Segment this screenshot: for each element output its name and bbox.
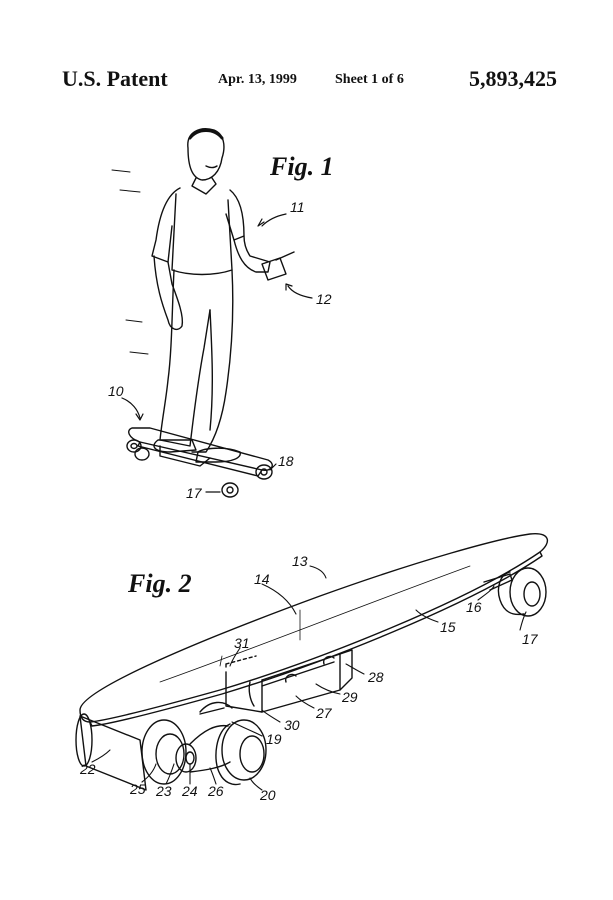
patent-header: U.S. Patent Apr. 13, 1999 Sheet 1 of 6 5… xyxy=(0,62,613,102)
ref-23: 23 xyxy=(155,783,172,799)
ref-18: 18 xyxy=(278,453,294,469)
ref-12: 12 xyxy=(316,291,332,307)
fig2-label: Fig. 2 xyxy=(127,569,192,598)
ref-17-fig1: 17 xyxy=(186,485,203,501)
sheet-number: Sheet 1 of 6 xyxy=(335,72,404,87)
ref-22: 22 xyxy=(79,761,96,777)
patent-date: Apr. 13, 1999 xyxy=(218,72,297,87)
fig2-leaders xyxy=(91,565,527,791)
rider-figure xyxy=(151,128,295,463)
fig1-leaders xyxy=(121,213,313,493)
patent-title: U.S. Patent xyxy=(62,66,168,91)
ref-30: 30 xyxy=(284,717,300,733)
ref-19: 19 xyxy=(266,731,282,747)
figure-1: Fig. 1 xyxy=(108,128,334,501)
battery-housing xyxy=(225,649,353,713)
figure-2: Fig. 2 xyxy=(75,533,549,803)
ref-29: 29 xyxy=(341,689,358,705)
ref-14: 14 xyxy=(254,571,270,587)
ref-27: 27 xyxy=(315,705,333,721)
ref-13: 13 xyxy=(292,553,308,569)
ref-17-fig2: 17 xyxy=(522,631,539,647)
drive-assembly xyxy=(75,701,267,791)
ref-20: 20 xyxy=(259,787,276,803)
ref-11: 11 xyxy=(290,199,305,215)
skateboard-deck xyxy=(79,533,549,727)
ref-24: 24 xyxy=(181,783,198,799)
ref-16: 16 xyxy=(466,599,482,615)
ref-10: 10 xyxy=(108,383,124,399)
ref-25: 25 xyxy=(129,781,146,797)
ref-15: 15 xyxy=(440,619,456,635)
rear-wheel-assembly xyxy=(483,567,547,617)
ref-26: 26 xyxy=(207,783,224,799)
skateboard-fig1 xyxy=(126,427,273,498)
patent-number: 5,893,425 xyxy=(469,66,557,91)
ref-31: 31 xyxy=(234,635,250,651)
ref-28: 28 xyxy=(367,669,384,685)
motion-lines xyxy=(111,169,149,355)
fig1-label: Fig. 1 xyxy=(269,152,334,181)
